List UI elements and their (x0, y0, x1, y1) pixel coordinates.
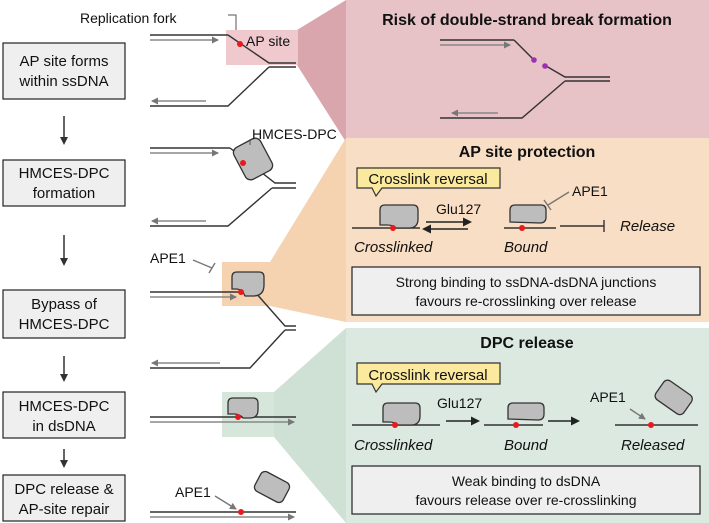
hmces-protein (654, 379, 693, 416)
dna-strand (254, 291, 296, 327)
ap-site-marker (238, 289, 244, 295)
risk-panel-group (226, 0, 709, 142)
hmces-dpc-label: HMCES-DPC (252, 126, 337, 142)
risk-highlight-box (226, 30, 298, 65)
dna-strand (150, 329, 286, 369)
step-label-line2: AP-site repair (19, 501, 110, 518)
step-box (2, 474, 126, 522)
note-line2: favours release over re-crosslinking (416, 492, 637, 508)
ap-site-marker (513, 422, 519, 428)
ap-site-marker (392, 422, 398, 428)
ap-site-marker (235, 414, 241, 420)
dna-strand (440, 80, 566, 119)
release-panel-title: DPC release (480, 335, 573, 352)
step-label-line1: DPC release & (14, 481, 113, 498)
break-marker (542, 63, 548, 69)
risk-fan (297, 0, 346, 142)
state-released: Released (621, 437, 685, 454)
callout-text: Crosslink reversal (368, 367, 487, 384)
glu127-label: Glu127 (436, 201, 481, 217)
step-5: DPC release & AP-site repair (2, 474, 126, 522)
step-label-line1: HMCES-DPC (19, 165, 110, 182)
fork-row-4 (150, 397, 296, 426)
replication-fork-label: Replication fork (80, 10, 177, 26)
ap-site-marker (519, 225, 525, 231)
ape1-arrow (214, 495, 237, 510)
step-label-line2: HMCES-DPC (19, 316, 110, 333)
ape1-label: APE1 (590, 389, 626, 405)
hmces-protein (379, 204, 419, 229)
risk-panel-content: Risk of double-strand break formation (382, 12, 672, 119)
risk-panel (346, 0, 709, 142)
state-bound: Bound (504, 239, 548, 256)
protection-panel-title: AP site protection (459, 144, 596, 161)
ape1-label: APE1 (175, 484, 211, 500)
fork-row-5: APE1 (150, 470, 296, 521)
note-line2: favours re-crosslinking over release (416, 293, 637, 309)
ape1-inhibition (192, 259, 213, 269)
dna-strand (150, 187, 273, 227)
hmces-protein (507, 402, 545, 421)
hmces-protein (232, 137, 274, 181)
step-label-line2: formation (33, 185, 96, 202)
hmces-protein (253, 470, 291, 504)
release-fan (274, 328, 346, 523)
step-box (2, 289, 126, 339)
ape1-label: APE1 (572, 183, 608, 199)
note-line1: Weak binding to dsDNA (452, 473, 601, 489)
state-bound: Bound (504, 437, 548, 454)
hmces-protein (509, 204, 547, 224)
ape1-arrow (629, 408, 646, 420)
step-label-line1: HMCES-DPC (19, 398, 110, 415)
crosslink-reversal-callout (356, 362, 501, 394)
fork-row-3: APE1 (150, 250, 296, 369)
fork-row-2: HMCES-DPC (150, 126, 337, 227)
release-panel-content: DPC release Crosslink reversal Glu127 AP… (351, 335, 701, 515)
protection-fan (270, 138, 346, 322)
state-release: Release (620, 218, 675, 235)
ape1-inhibition (547, 191, 570, 206)
step-3: Bypass of HMCES-DPC (2, 289, 126, 339)
step-label-line1: AP site forms (20, 53, 109, 70)
step-1: AP site forms within ssDNA (2, 42, 126, 100)
release-note-box (351, 465, 701, 515)
note-line1: Strong binding to ssDNA-dsDNA junctions (396, 274, 657, 290)
state-crosslinked: Crosslinked (354, 437, 433, 454)
step-label-line1: Bypass of (31, 296, 98, 313)
ape1-label: APE1 (150, 250, 186, 266)
ap-site-label: AP site (246, 33, 290, 49)
broken-strand (513, 39, 534, 60)
dna-strand (150, 66, 270, 107)
step-box (2, 42, 126, 100)
protection-panel-content: AP site protection Crosslink reversal Gl… (351, 144, 701, 316)
step-label-line2: in dsDNA (32, 418, 95, 435)
step-box (2, 391, 126, 439)
ape1-inhibition-bar (543, 199, 552, 211)
ap-site-marker (390, 225, 396, 231)
break-marker (531, 57, 537, 63)
hmces-protein (382, 402, 421, 426)
fork-row-1: Replication fork AP site (80, 10, 296, 107)
glu127-label: Glu127 (437, 395, 482, 411)
callout-text: Crosslink reversal (368, 171, 487, 188)
risk-panel-title: Risk of double-strand break formation (382, 12, 672, 29)
dna-strand (545, 65, 610, 78)
ap-site-marker (237, 41, 243, 47)
ap-site-marker (240, 160, 246, 166)
label-leader (228, 14, 237, 30)
step-2: HMCES-DPC formation (2, 159, 126, 207)
ap-site-marker (648, 422, 654, 428)
ape1-inhibition-bar (208, 262, 216, 274)
protection-note-box (351, 266, 701, 316)
step-4: HMCES-DPC in dsDNA (2, 391, 126, 439)
crosslink-reversal-callout (356, 167, 501, 198)
ap-site-marker (238, 509, 244, 515)
step-label-line2: within ssDNA (18, 73, 108, 90)
step-box (2, 159, 126, 207)
hmces-protein (227, 397, 259, 419)
state-crosslinked: Crosslinked (354, 239, 433, 256)
